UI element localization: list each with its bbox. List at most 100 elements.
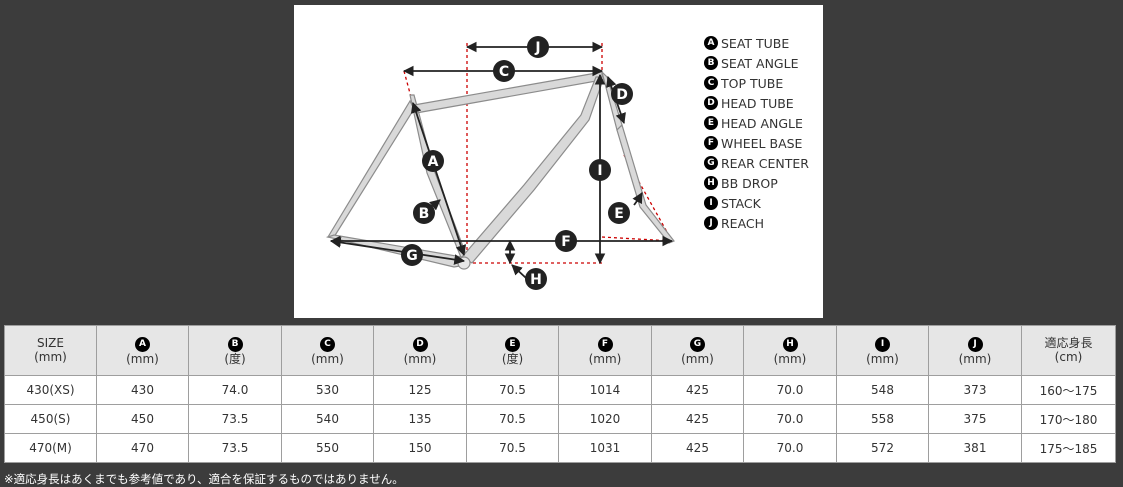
header-a: A(mm)	[96, 325, 189, 376]
legend-badge: H	[704, 176, 718, 190]
header-unit: (mm)	[773, 352, 807, 366]
header-badge: F	[597, 337, 613, 352]
legend-label: SEAT ANGLE	[721, 55, 799, 71]
header-badge: B	[227, 337, 243, 352]
legend-badge: F	[704, 136, 718, 150]
height-cell: 175〜185	[1021, 433, 1116, 463]
header-h: H(mm)	[743, 325, 837, 376]
value-cell: 470	[96, 433, 189, 463]
svg-text:C: C	[499, 64, 509, 80]
svg-text:J: J	[534, 40, 540, 56]
legend-badge: E	[704, 116, 718, 130]
value-cell: 425	[651, 433, 744, 463]
header-unit: (mm)	[866, 352, 899, 366]
height-header-title: 適応身長	[1044, 336, 1093, 350]
header-unit: (mm)	[958, 352, 992, 366]
value-cell: 540	[281, 404, 374, 434]
legend-label: HEAD ANGLE	[721, 115, 803, 131]
header-b: B(度)	[188, 325, 282, 376]
value-cell: 74.0	[188, 375, 282, 405]
value-cell: 1020	[558, 404, 652, 434]
height-header-unit: (cm)	[1054, 350, 1083, 364]
header-g: G(mm)	[651, 325, 744, 376]
header-badge: I	[875, 337, 890, 352]
label-j: J	[527, 36, 549, 58]
height-cell: 160〜175	[1021, 375, 1116, 405]
header-unit: (度)	[501, 352, 524, 366]
label-c: C	[493, 60, 515, 82]
size-cell: 470(M)	[4, 433, 97, 463]
value-cell: 1031	[558, 433, 652, 463]
label-i: I	[589, 159, 611, 181]
label-d: D	[611, 83, 633, 105]
guide-lines	[403, 43, 673, 264]
legend-badge: I	[704, 196, 718, 210]
header-unit: (mm)	[588, 352, 622, 366]
legend-badge: B	[704, 56, 718, 70]
head-angle-arc	[632, 192, 643, 206]
header-badge: G	[690, 337, 705, 352]
height-header: 適応身長(cm)	[1021, 325, 1116, 376]
label-b: B	[413, 202, 435, 224]
footnote: ※適応身長はあくまでも参考値であり、適合を保証するものではありません。	[4, 472, 404, 486]
seat-stay-shape	[326, 99, 415, 238]
value-cell: 70.0	[743, 433, 837, 463]
size-cell: 450(S)	[4, 404, 97, 434]
label-e: E	[608, 202, 630, 224]
size-cell: 430(XS)	[4, 375, 97, 405]
label-a: A	[422, 150, 444, 172]
value-cell: 550	[281, 433, 374, 463]
down-tube-shape	[461, 76, 605, 264]
legend-label: TOP TUBE	[721, 75, 784, 91]
value-cell: 70.5	[466, 404, 559, 434]
legend-label: BB DROP	[721, 175, 778, 191]
legend-label: WHEEL BASE	[721, 135, 803, 151]
label-f: F	[555, 230, 577, 252]
top-tube-guide	[403, 70, 412, 98]
header-badge: J	[967, 337, 983, 352]
header-c: C(mm)	[281, 325, 374, 376]
value-cell: 450	[96, 404, 189, 434]
legend-label: REACH	[721, 215, 765, 231]
svg-text:D: D	[616, 87, 628, 103]
header-unit: (度)	[224, 352, 246, 366]
label-g: G	[401, 244, 423, 266]
svg-text:H: H	[530, 272, 542, 288]
value-cell: 425	[651, 375, 744, 405]
value-cell: 572	[836, 433, 929, 463]
value-cell: 70.0	[743, 375, 837, 405]
svg-text:F: F	[561, 234, 571, 250]
table-row: 470(M) 470 73.5 550 150 70.5 1031 425 70…	[4, 433, 1116, 463]
header-badge: D	[412, 337, 428, 352]
label-h: H	[525, 268, 547, 290]
header-f: F(mm)	[558, 325, 652, 376]
legend-badge: A	[704, 36, 718, 50]
geometry-table: SIZE(mm) A(mm) B(度) C(mm) D(mm) E(度) F(m…	[4, 325, 1116, 463]
legend-label: REAR CENTER	[721, 155, 809, 171]
value-cell: 135	[373, 404, 467, 434]
legend-label: STACK	[721, 195, 761, 211]
value-cell: 125	[373, 375, 467, 405]
header-badge: H	[782, 337, 798, 352]
header-unit: (mm)	[681, 352, 714, 366]
fork-shape	[616, 123, 675, 244]
value-cell: 425	[651, 404, 744, 434]
header-i: I(mm)	[836, 325, 929, 376]
value-cell: 70.0	[743, 404, 837, 434]
svg-text:B: B	[419, 206, 430, 222]
svg-text:I: I	[597, 163, 602, 179]
header-badge: A	[135, 337, 150, 352]
header-badge: C	[320, 337, 335, 352]
header-unit: (mm)	[126, 352, 159, 366]
value-cell: 70.5	[466, 375, 559, 405]
